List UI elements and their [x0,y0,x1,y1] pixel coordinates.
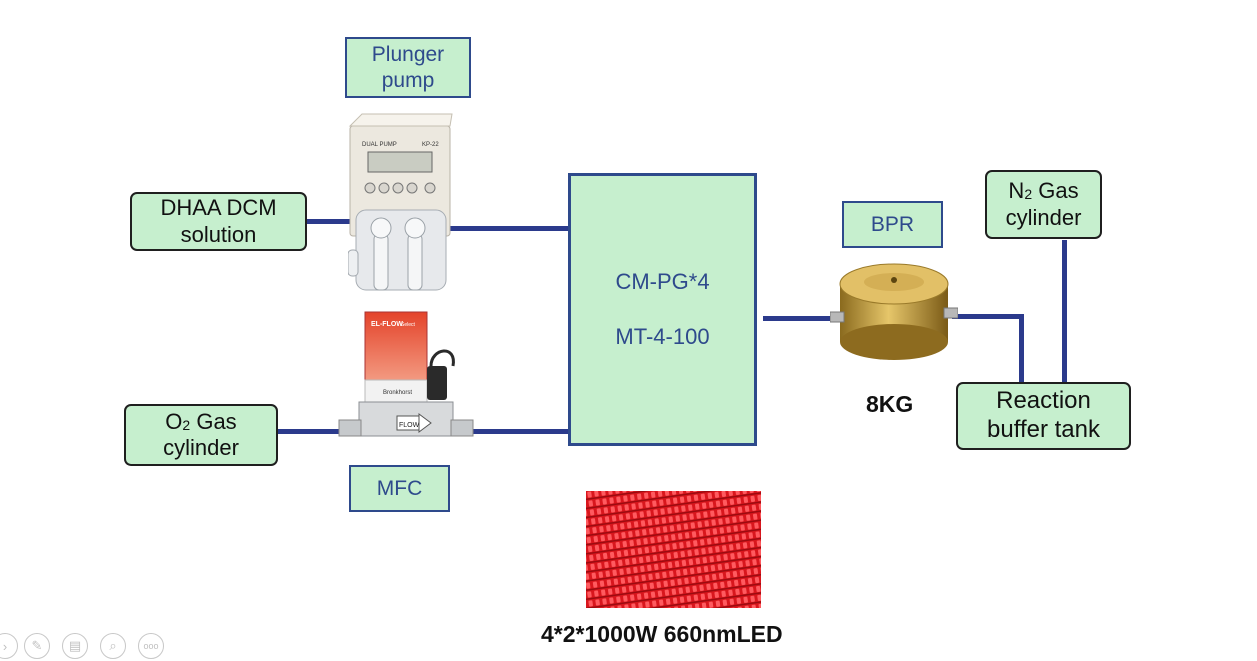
mfc-image: EL-FLOW Select Bronkhorst FLOW [338,311,474,437]
bpr-pressure-value: 8KG [866,391,914,417]
pump-brand-text: DUAL PUMP [362,142,397,148]
zoom-icon[interactable]: ⌕ [100,633,126,659]
led-spec-label: 4*2*1000W 660nmLED [541,621,783,647]
slides-grid-icon[interactable]: ▤ [62,633,88,659]
pen-icon[interactable]: ✎ [24,633,50,659]
mfc-maker-text: Bronkhorst [383,390,412,396]
line-pump-to-reactor [448,226,570,231]
line-n2-to-buffer [1062,240,1067,384]
o2-gas-cylinder-box: O2 Gas cylinder [124,404,278,466]
pump-button [364,182,376,194]
dhaa-dcm-solution-box: DHAA DCM solution [130,192,307,251]
pump-button [378,182,390,194]
line-mfc-to-reactor [470,429,570,434]
line-bpr-to-buffer-v [1019,314,1024,384]
mfc-brand-text: EL-FLOW [371,321,403,328]
plunger-pump-image: DUAL PUMP KP-22 [348,113,453,291]
pump-button [406,182,418,194]
bpr-label: BPR [842,201,943,248]
mfc-sub-text: Select [401,322,416,328]
reactor-box: CM-PG*4 MT-4-100 [568,173,757,446]
line-reactor-to-bpr [763,316,838,321]
bpr-image [830,263,958,360]
mfc-flow-text: FLOW [399,422,420,429]
reaction-buffer-tank-box: Reaction buffer tank [956,382,1131,450]
line-dhaa-to-pump [306,219,366,224]
plunger-pump-label: Plunger pump [345,37,471,98]
mfc-label: MFC [349,465,450,512]
line-o2-to-mfc [277,429,341,434]
more-options-icon[interactable]: ooo [138,633,164,659]
n2-gas-cylinder-box: N2 Gas cylinder [985,170,1102,239]
pump-button [392,182,404,194]
pump-model-text: KP-22 [422,142,439,148]
line-bpr-to-buffer-h [952,314,1024,319]
led-array-image [586,491,761,608]
pump-button [424,182,436,194]
previous-slide-button[interactable]: › [0,633,18,659]
